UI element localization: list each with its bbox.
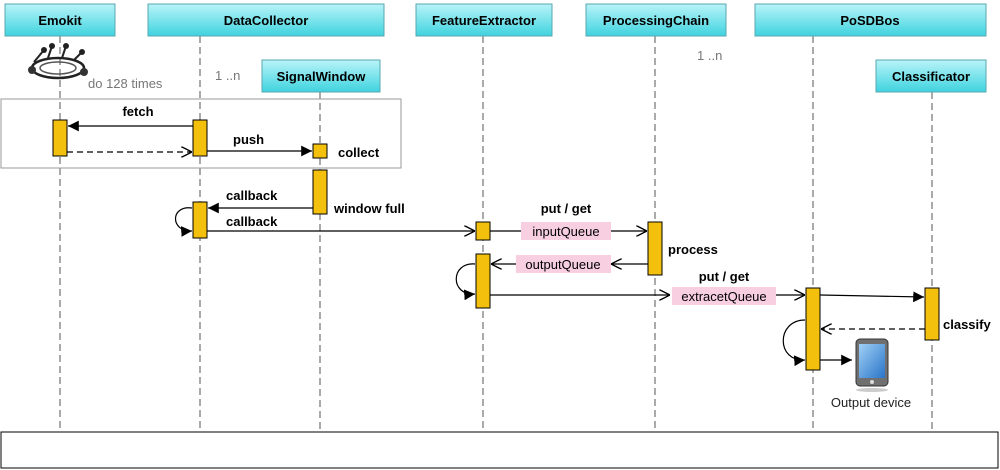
actor-processingchain-label: ProcessingChain bbox=[603, 13, 709, 28]
bottom-empty-bar bbox=[0, 431, 999, 469]
activation-datacollector-1 bbox=[192, 119, 208, 157]
actor-classificator[interactable]: Classificator bbox=[875, 59, 987, 93]
output-queue-box bbox=[516, 255, 611, 273]
multiplicity-processingchain: 1 ..n bbox=[697, 48, 722, 63]
activation-datacollector-2 bbox=[192, 201, 208, 239]
message-collect-label: collect bbox=[338, 145, 380, 160]
message-callback-1-label: callback bbox=[226, 188, 278, 203]
loop-label: do 128 times bbox=[88, 76, 163, 91]
actor-datacollector-label: DataCollector bbox=[224, 13, 309, 28]
extracet-queue-box bbox=[672, 287, 776, 305]
loop-fragment bbox=[0, 98, 402, 169]
datacollector-self-loop bbox=[175, 207, 193, 237]
actor-featureextractor[interactable]: FeatureExtractor bbox=[415, 3, 553, 37]
activation-processingchain bbox=[647, 221, 663, 276]
message-put-get-1-label: put / get bbox=[541, 201, 592, 216]
posdbos-self-loop bbox=[782, 319, 806, 367]
featureextractor-self-loop bbox=[455, 263, 476, 301]
actor-signalwindow-label: SignalWindow bbox=[277, 69, 367, 84]
actor-processingchain[interactable]: ProcessingChain bbox=[585, 3, 727, 37]
actor-signalwindow[interactable]: SignalWindow bbox=[261, 59, 381, 93]
message-push-label: push bbox=[233, 132, 264, 147]
actor-featureextractor-label: FeatureExtractor bbox=[432, 13, 536, 28]
actor-datacollector[interactable]: DataCollector bbox=[147, 3, 385, 37]
headset-icon bbox=[28, 43, 88, 80]
message-classify-label: classify bbox=[943, 317, 991, 332]
message-process-label: process bbox=[668, 242, 718, 257]
activation-classificator bbox=[924, 287, 940, 341]
message-classify-request-arrow bbox=[819, 291, 925, 303]
actor-posdbos[interactable]: PoSDBos bbox=[754, 3, 987, 37]
output-queue-label: outputQueue bbox=[525, 257, 600, 272]
input-queue-box bbox=[521, 222, 611, 240]
activation-emokit bbox=[52, 119, 68, 157]
activation-posdbos bbox=[805, 287, 821, 371]
message-callback-2-label: callback bbox=[226, 214, 278, 229]
multiplicity-signalwindow: 1 ..n bbox=[215, 68, 240, 83]
activation-featureextractor-2 bbox=[475, 253, 491, 309]
extracet-queue-label: extracetQueue bbox=[681, 289, 766, 304]
actor-emokit-label: Emokit bbox=[38, 13, 82, 28]
message-window-full-label: window full bbox=[333, 201, 405, 216]
message-put-get-2-label: put / get bbox=[699, 269, 750, 284]
input-queue-label: inputQueue bbox=[532, 224, 599, 239]
message-fetch-label: fetch bbox=[122, 104, 153, 119]
activation-featureextractor-1 bbox=[475, 221, 491, 241]
actor-emokit[interactable]: Emokit bbox=[4, 3, 116, 37]
output-device-label: Output device bbox=[831, 395, 911, 410]
actor-classificator-label: Classificator bbox=[892, 69, 970, 84]
activation-signalwindow-1 bbox=[312, 143, 328, 159]
smartphone-icon bbox=[855, 338, 889, 392]
actor-posdbos-label: PoSDBos bbox=[840, 13, 899, 28]
activation-signalwindow-2 bbox=[312, 169, 328, 215]
